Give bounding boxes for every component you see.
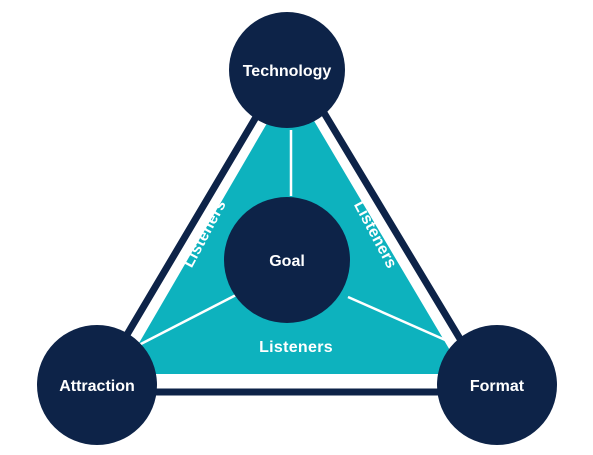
format-node: Format (437, 325, 557, 445)
attraction-node: Attraction (37, 325, 157, 445)
attraction-label: Attraction (59, 378, 135, 395)
technology-label: Technology (243, 63, 332, 80)
technology-node: Technology (229, 12, 345, 128)
divider-line-right (347, 295, 453, 345)
goal-node: Goal (224, 197, 350, 323)
edge-label-bottom: Listeners (259, 339, 333, 356)
divider-line-left (134, 293, 237, 349)
goal-label: Goal (269, 253, 305, 270)
outer-triangle (86, 51, 499, 396)
format-label: Format (470, 378, 525, 395)
